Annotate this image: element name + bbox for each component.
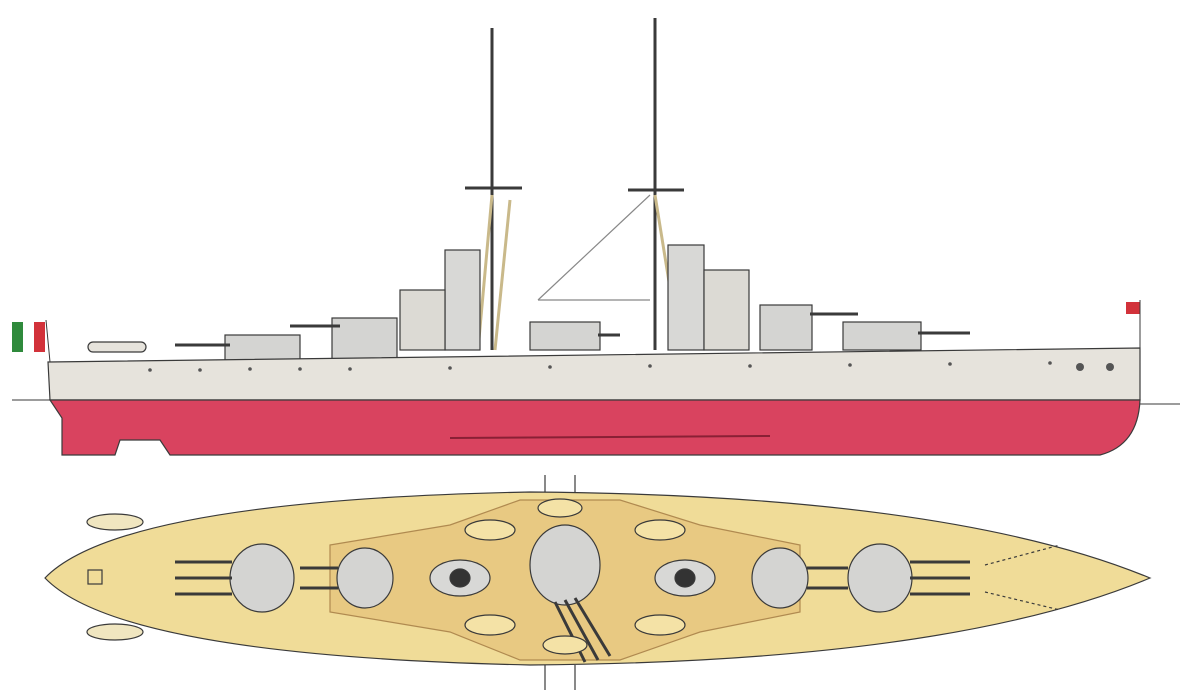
turrets-profile bbox=[175, 304, 970, 364]
bow-flag bbox=[1126, 302, 1140, 314]
fore-funnel bbox=[444, 249, 481, 351]
stern-flag bbox=[12, 322, 45, 352]
boat-plan-bottom bbox=[86, 623, 144, 641]
plan-view bbox=[44, 475, 1152, 690]
boat-plan-top bbox=[86, 513, 144, 531]
profile-view bbox=[12, 18, 1180, 456]
boat bbox=[87, 341, 147, 353]
turrets-plan bbox=[229, 524, 913, 613]
hull-lower bbox=[48, 399, 1141, 456]
aft-funnel bbox=[667, 244, 705, 351]
hull-upper bbox=[47, 347, 1141, 401]
